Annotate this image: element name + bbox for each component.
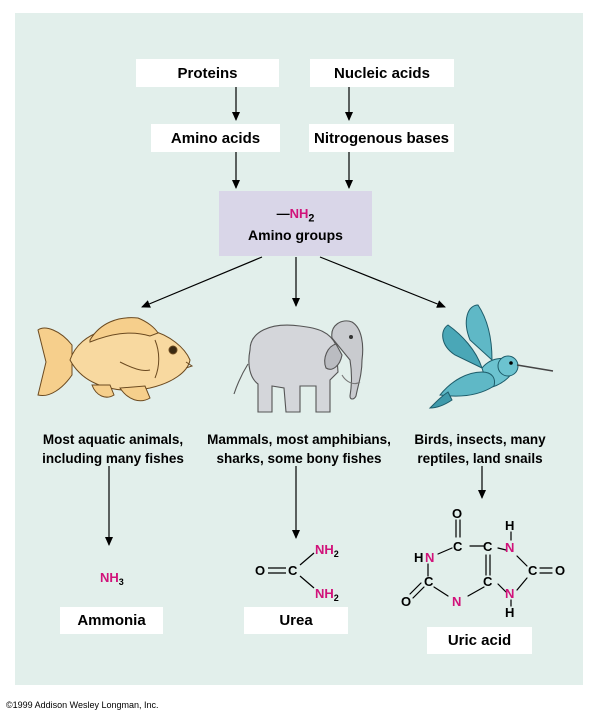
uric-c3: C (424, 574, 434, 589)
urea-c: C (288, 563, 298, 578)
urea-box: Urea (244, 607, 348, 634)
amino-groups-label: Amino groups (248, 226, 343, 243)
uric-o-right: O (555, 563, 565, 578)
amino-acids-label: Amino acids (170, 129, 261, 147)
urea-structure: O C NH2 NH2 (255, 542, 339, 603)
uric-hn-left-h: H (414, 550, 423, 565)
fish-illustration (37, 317, 194, 402)
urea-nh2-top: NH2 (315, 542, 339, 559)
urea-nh2-bottom: NH2 (315, 586, 339, 603)
uric-o-top: O (452, 506, 462, 521)
urea-o: O (255, 563, 265, 578)
uric-acid-structure: O C C H N C C N O N H C O N H (401, 506, 565, 620)
uric-c4: C (483, 574, 493, 589)
hummingbird-illustration (428, 304, 554, 409)
ammonia-label: Ammonia (77, 612, 146, 629)
ammonia-formula: NH3 (100, 570, 124, 587)
uric-c2: C (483, 539, 493, 554)
nitrogenous-bases-label: Nitrogenous bases (313, 129, 450, 147)
uric-acid-box: Uric acid (427, 627, 532, 654)
urea-label: Urea (279, 612, 313, 629)
uric-h-right-top: H (505, 518, 514, 533)
elephant-caption: Mammals, most amphibians,sharks, some bo… (207, 432, 391, 466)
elephant-illustration (233, 320, 364, 413)
uric-c1: C (453, 539, 463, 554)
uric-n-bottom: N (452, 594, 461, 609)
arrow-groups-to-bird (319, 256, 446, 308)
uric-acid-label: Uric acid (447, 632, 512, 649)
amino-groups-box: —NH2 Amino groups (219, 191, 372, 256)
nucleic-acids-box: Nucleic acids (310, 59, 454, 87)
proteins-box: Proteins (136, 59, 279, 87)
ammonia-box: Ammonia (60, 607, 163, 634)
nitrogenous-bases-box: Nitrogenous bases (309, 124, 454, 152)
proteins-label: Proteins (177, 64, 238, 82)
uric-n-right-top: N (505, 540, 514, 555)
uric-o-bottom: O (401, 594, 411, 609)
uric-n-right-bottom: N (505, 586, 514, 601)
uric-h-right-bottom: H (505, 605, 514, 620)
uric-c5: C (528, 563, 538, 578)
arrow-groups-to-fish (141, 256, 263, 308)
fish-caption: Most aquatic animals,including many fish… (42, 432, 184, 466)
uric-hn-left-n: N (425, 550, 434, 565)
copyright-text: ©1999 Addison Wesley Longman, Inc. (6, 700, 159, 710)
amino-acids-box: Amino acids (151, 124, 280, 152)
amino-group-formula: —NH2 (276, 206, 315, 225)
nucleic-acids-label: Nucleic acids (334, 64, 430, 82)
